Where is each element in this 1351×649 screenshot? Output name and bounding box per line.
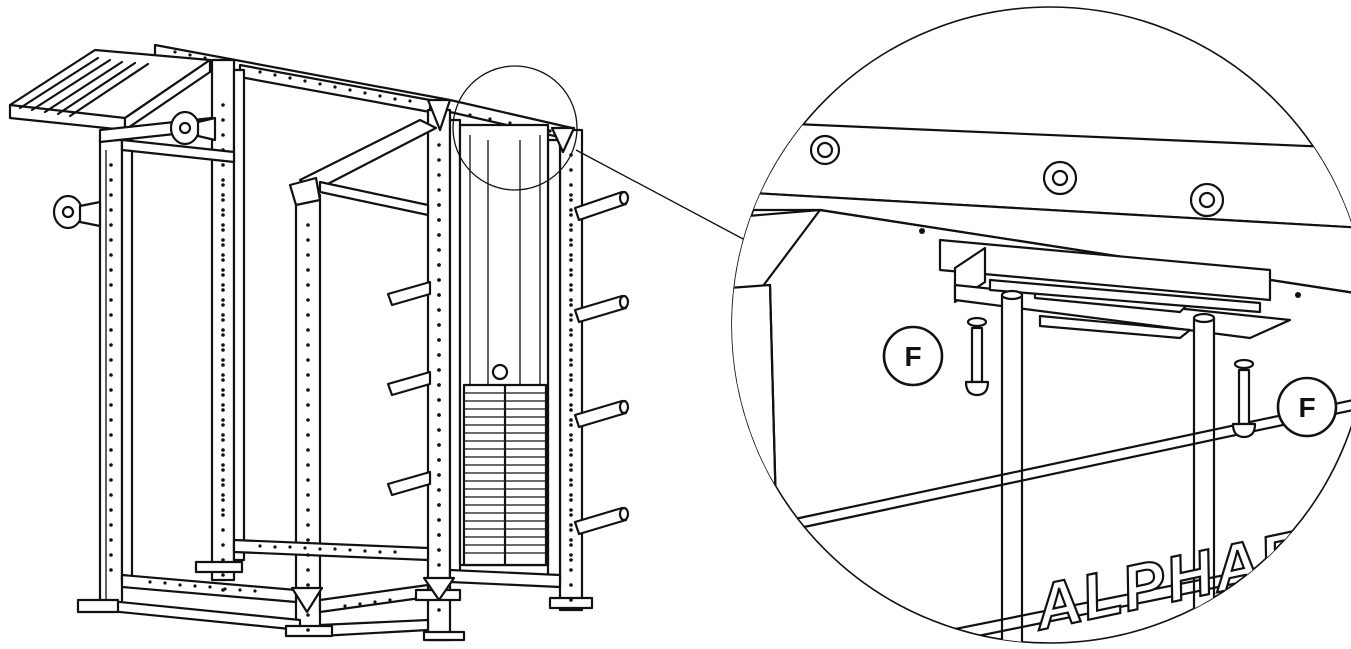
detail-guide-rods [1000, 289, 1216, 643]
detail-bolt-1 [1042, 160, 1078, 196]
callout-f-left-label: F [904, 341, 921, 372]
upright-center-left [210, 58, 246, 582]
upright-right-outer [546, 128, 584, 612]
bolt-f-right [1231, 358, 1257, 439]
weight-horns-right [573, 190, 630, 536]
pulley-upper [169, 110, 217, 146]
detail-marker-circle [452, 65, 578, 191]
detail-bolt-2 [1189, 182, 1225, 218]
detail-bracket [938, 238, 1292, 340]
rack-assembly [8, 43, 630, 642]
corner-gussets [290, 98, 576, 614]
upright-holes [109, 50, 573, 632]
bolt-f-left [964, 316, 990, 397]
detail-leader-line [575, 149, 746, 241]
callout-f-left: F [882, 325, 944, 387]
middle-back-rail [318, 180, 430, 217]
diagonal-crossmember [288, 118, 438, 207]
upright-left-inner [120, 138, 134, 582]
accessory-rack [8, 48, 212, 132]
callout-f-right: F [1276, 376, 1338, 438]
detail-view: F F ALPHAFIT [731, 6, 1351, 644]
weight-horns-back [386, 280, 432, 497]
weight-stack [462, 383, 548, 567]
upright-center-right [426, 108, 462, 642]
pulley-lower [52, 194, 102, 230]
callout-f-right-label: F [1298, 392, 1315, 423]
